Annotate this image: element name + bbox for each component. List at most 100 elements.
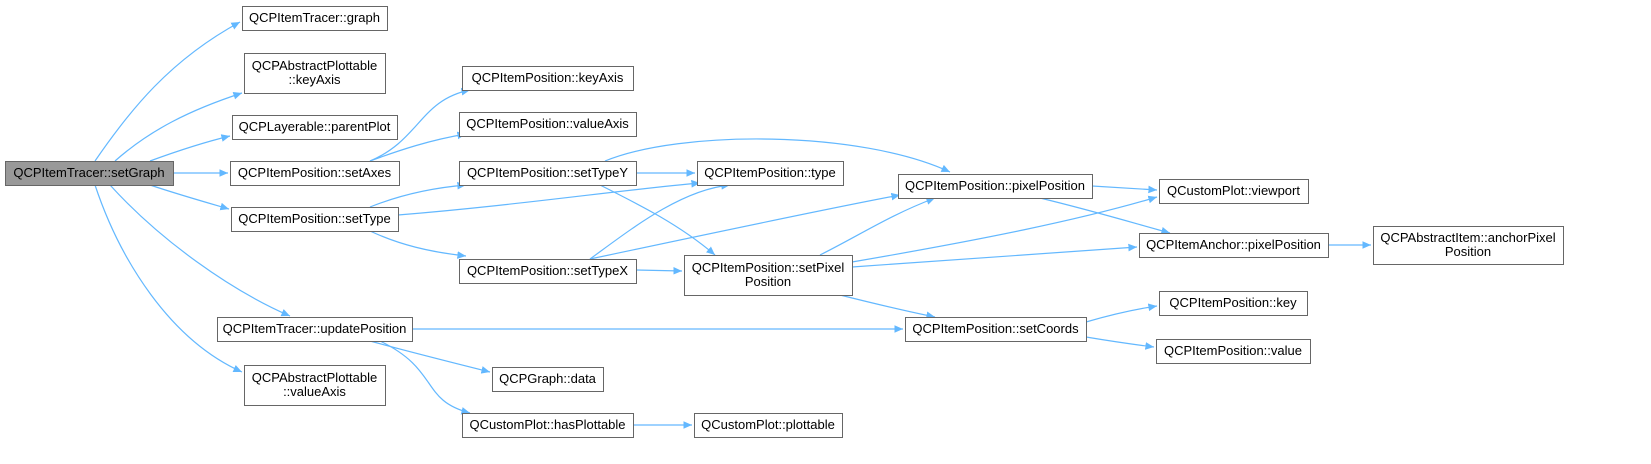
node-label: QCPItemPosition::setCoords (912, 321, 1079, 336)
node-parentPlot[interactable]: QCPLayerable::parentPlot (232, 115, 398, 140)
edge-setCoords-to-valueIP (1085, 336, 1155, 350)
edge-updatePosition-to-graphData (369, 340, 491, 374)
node-box[interactable] (1156, 339, 1311, 364)
edges-layer (94, 21, 1371, 429)
node-label: QCPItemPosition::pixelPosition (905, 178, 1085, 193)
node-label: QCPItemTracer::graph (249, 10, 380, 25)
edge-setPixelPosition-to-viewport (851, 195, 1158, 263)
node-valueIP[interactable]: QCPItemPosition::value (1156, 339, 1311, 364)
node-label: QCPItemPosition::type (704, 165, 836, 180)
node-box[interactable] (242, 6, 388, 31)
node-label: QCPItemPosition::value (1164, 343, 1302, 358)
node-label: QCPItemTracer::updatePosition (223, 321, 407, 336)
node-setType[interactable]: QCPItemPosition::setType (231, 207, 399, 232)
node-box[interactable] (694, 413, 843, 438)
node-keyIP[interactable]: QCPItemPosition::key (1159, 291, 1308, 316)
node-label: QCPItemPosition::setType (238, 211, 390, 226)
node-label: QCPItemPosition::keyAxis (472, 70, 624, 85)
node-label: Position (1445, 244, 1491, 259)
edge-setTypeX-to-pixelPositionIP (589, 192, 901, 260)
node-box[interactable] (459, 259, 637, 284)
node-label: QCPGraph::data (499, 371, 597, 386)
edge-setGraph-to-updatePosition (109, 184, 291, 317)
node-plottable[interactable]: QCustomPlot::plottable (694, 413, 843, 438)
node-box[interactable] (1159, 179, 1309, 204)
node-box[interactable] (244, 365, 386, 406)
node-setTypeY[interactable]: QCPItemPosition::setTypeY (459, 161, 637, 186)
node-box[interactable] (1373, 226, 1564, 265)
node-label: QCPItemPosition::valueAxis (466, 116, 629, 131)
edge-setGraph-to-keyAxisAP (114, 92, 243, 162)
edge-updatePosition-to-hasPlottable (379, 340, 471, 415)
node-setAxes[interactable]: QCPItemPosition::setAxes (230, 161, 400, 186)
nodes-layer: QCPItemTracer::setGraph QCPItemTracer::gr… (5, 6, 1564, 438)
node-label: QCPItemAnchor::pixelPosition (1146, 237, 1321, 252)
node-anchorPixelPos[interactable]: QCPItemAnchor::pixelPosition (1139, 233, 1329, 258)
node-box[interactable] (684, 255, 853, 296)
node-label: QCustomPlot::hasPlottable (469, 417, 625, 432)
node-keyAxisIP[interactable]: QCPItemPosition::keyAxis (462, 66, 634, 91)
edge-setGraph-to-valueAxisAP (94, 184, 243, 373)
node-box[interactable] (1139, 233, 1329, 258)
node-valueAxisAP[interactable]: QCPAbstractPlottable::valueAxis (244, 365, 386, 406)
node-viewport[interactable]: QCustomPlot::viewport (1159, 179, 1309, 204)
edge-setGraph-to-setType (149, 184, 230, 211)
edge-setPixelPosition-to-anchorPixelPos (851, 243, 1138, 268)
node-pixelPositionIP[interactable]: QCPItemPosition::pixelPosition (898, 174, 1093, 199)
edge-setGraph-to-parentPlot (149, 134, 231, 162)
node-label: QCPItemPosition::key (1169, 295, 1297, 310)
node-keyAxisAP[interactable]: QCPAbstractPlottable::keyAxis (244, 53, 386, 94)
node-box[interactable] (5, 161, 174, 186)
node-valueAxisIP[interactable]: QCPItemPosition::valueAxis (459, 112, 637, 137)
edge-pixelPositionIP-to-viewport (1091, 185, 1158, 194)
node-label: QCPItemPosition::setPixel (692, 260, 845, 275)
node-typeIP[interactable]: QCPItemPosition::type (697, 161, 844, 186)
edge-setTypeX-to-setPixelPosition (635, 266, 683, 275)
node-label: QCPItemPosition::setTypeX (467, 263, 628, 278)
node-label: QCPItemPosition::setAxes (238, 165, 392, 180)
node-graphData[interactable]: QCPGraph::data (492, 367, 604, 392)
node-box[interactable] (232, 115, 398, 140)
node-updatePosition[interactable]: QCPItemTracer::updatePosition (217, 317, 413, 342)
node-label: QCPItemTracer::setGraph (13, 165, 164, 180)
node-label: Position (745, 274, 791, 289)
node-box[interactable] (462, 413, 634, 438)
node-label: QCPAbstractPlottable (252, 58, 377, 73)
node-box[interactable] (492, 367, 604, 392)
node-label: ::keyAxis (288, 72, 341, 87)
edge-setGraph-to-graph (94, 21, 241, 162)
node-label: QCPAbstractPlottable (252, 370, 377, 385)
edge-pixelPositionIP-to-anchorPixelPos (1039, 197, 1171, 235)
edge-setAxes-to-valueAxisIP (369, 131, 467, 162)
node-label: ::valueAxis (283, 384, 346, 399)
node-box[interactable] (1159, 291, 1308, 316)
node-graph[interactable]: QCPItemTracer::graph (242, 6, 388, 31)
node-box[interactable] (230, 161, 400, 186)
node-box[interactable] (697, 161, 844, 186)
node-label: QCustomPlot::viewport (1167, 183, 1300, 198)
node-box[interactable] (244, 53, 386, 94)
node-label: QCustomPlot::plottable (701, 417, 835, 432)
node-box[interactable] (905, 317, 1087, 342)
node-box[interactable] (217, 317, 413, 342)
edge-setType-to-setTypeY (369, 181, 467, 208)
edge-setType-to-typeIP (397, 179, 701, 216)
node-hasPlottable[interactable]: QCustomPlot::hasPlottable (462, 413, 634, 438)
edge-setCoords-to-keyIP (1085, 303, 1158, 323)
node-box[interactable] (459, 161, 637, 186)
edge-setAxes-to-keyAxisIP (369, 87, 471, 162)
node-box[interactable] (459, 112, 637, 137)
node-setCoords[interactable]: QCPItemPosition::setCoords (905, 317, 1087, 342)
node-label: QCPItemPosition::setTypeY (467, 165, 628, 180)
edge-setType-to-setTypeX (369, 230, 467, 259)
node-box[interactable] (898, 174, 1093, 199)
edge-setPixelPosition-to-setCoords (839, 294, 936, 320)
node-setTypeX[interactable]: QCPItemPosition::setTypeX (459, 259, 637, 284)
node-label: QCPLayerable::parentPlot (239, 119, 391, 134)
node-box[interactable] (462, 66, 634, 91)
node-box[interactable] (231, 207, 399, 232)
node-setGraph[interactable]: QCPItemTracer::setGraph (5, 161, 174, 186)
